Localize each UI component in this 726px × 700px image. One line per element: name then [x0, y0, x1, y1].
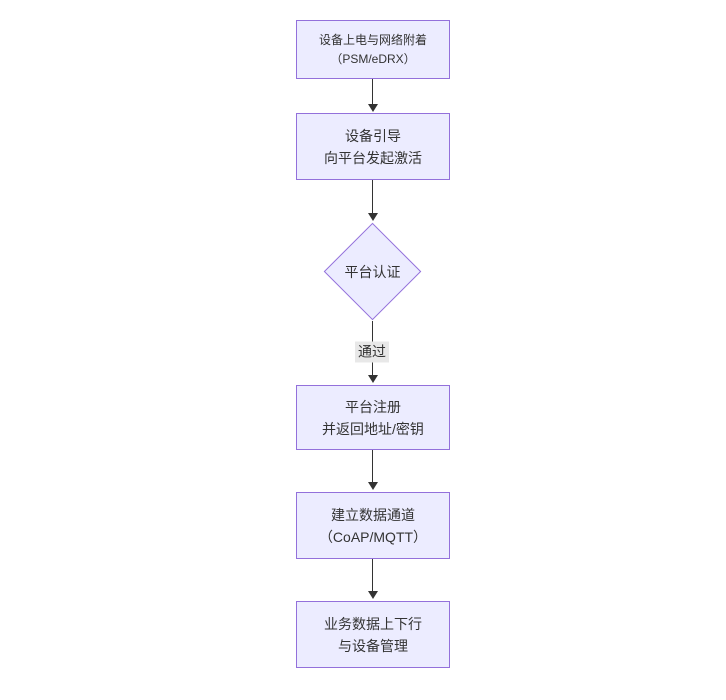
arrow-head-icon [367, 591, 378, 599]
node-device-power-network-attach: 设备上电与网络附着 （PSM/eDRX） [296, 20, 450, 79]
node-label-line: 与设备管理 [338, 637, 408, 654]
arrow-line [372, 180, 373, 213]
node-label-line: 业务数据上下行 [324, 615, 422, 632]
node-establish-data-channel: 建立数据通道 （CoAP/MQTT） [296, 492, 450, 559]
node-label-line: 设备上电与网络附着 [318, 32, 427, 47]
node-label-line: 设备引导 [345, 127, 401, 144]
node-label-line: 并返回地址/密钥 [322, 420, 424, 437]
node-platform-register: 平台注册 并返回地址/密钥 [296, 385, 450, 450]
node-label-line: 建立数据通道 [331, 506, 415, 523]
arrow-line [372, 450, 373, 482]
node-label-line: （PSM/eDRX） [330, 51, 416, 66]
node-device-bootstrap-activate: 设备引导 向平台发起激活 [296, 113, 450, 180]
decision-platform-auth-label: 平台认证 [344, 264, 401, 280]
node-label-line: 向平台发起激活 [324, 149, 422, 166]
node-label-line: （CoAP/MQTT） [318, 528, 428, 545]
arrow-head-icon [367, 213, 378, 221]
edge-label-pass: 通过 [355, 341, 389, 363]
arrow-line [372, 79, 373, 104]
arrow-head-icon [367, 482, 378, 490]
arrow-head-icon [367, 375, 378, 383]
arrow-line [372, 559, 373, 591]
node-business-data-device-mgmt: 业务数据上下行 与设备管理 [296, 601, 450, 668]
node-label-line: 平台注册 [345, 398, 401, 415]
arrow-head-icon [367, 104, 378, 112]
